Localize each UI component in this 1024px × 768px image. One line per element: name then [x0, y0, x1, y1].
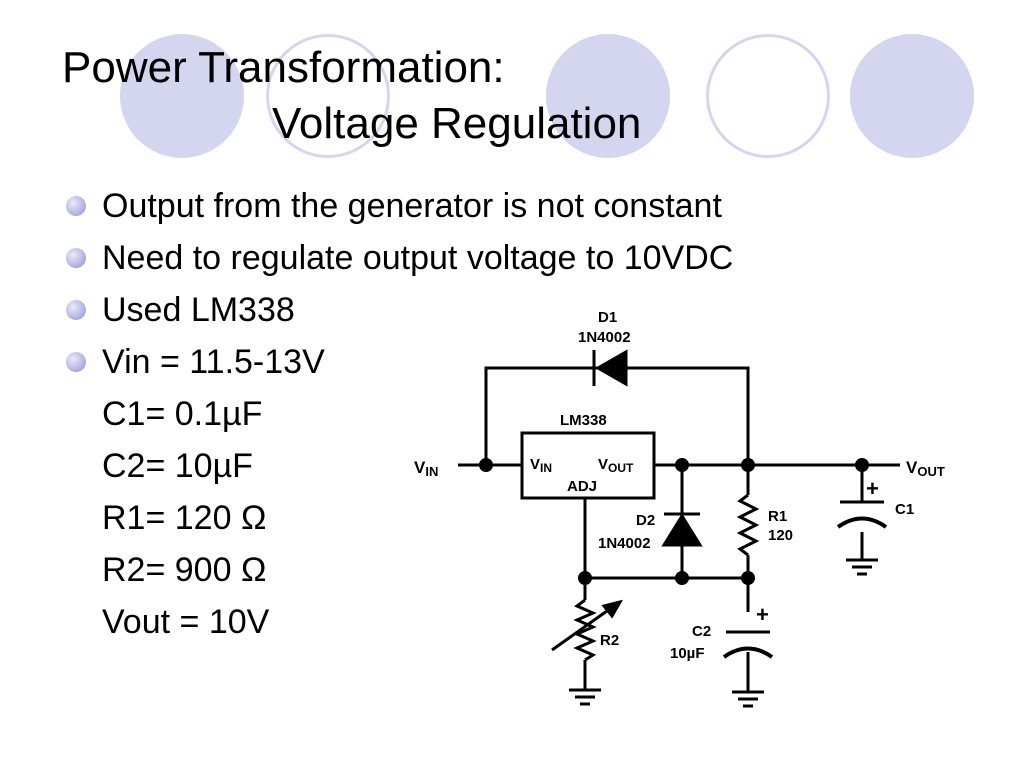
capacitor-c2: [722, 630, 774, 659]
title-line-1: Power Transformation:: [62, 43, 505, 92]
d1-part-label: 1N4002: [578, 329, 631, 346]
ic-vout-pin-label: VOUT: [598, 456, 634, 475]
r1-value-label: 120: [768, 527, 793, 544]
bullet-dot-icon: [66, 196, 86, 216]
bullet-item: Vin = 11.5-13V: [62, 336, 733, 388]
ic-vin-pin-label: VIN: [530, 456, 552, 475]
bullet-dot-icon: [66, 352, 86, 372]
ground-symbol-r2: [569, 688, 601, 706]
decor-circle-3: [850, 34, 974, 158]
bullet-text: Vout = 10V: [102, 603, 270, 641]
decor-circle-1: [120, 34, 244, 158]
bullet-text: C1= 0.1µF: [102, 395, 263, 433]
bullet-dot-icon: [66, 248, 86, 268]
resistor-r1: [736, 493, 760, 557]
bullet-dot-icon: [66, 300, 86, 320]
lm338-ic-box: [520, 431, 656, 500]
slide-title: Power Transformation: Voltage Regulation: [62, 40, 641, 152]
d2-name-label: D2: [636, 512, 655, 529]
bullet-text: Vin = 11.5-13V: [102, 343, 325, 381]
capacitor-c1: [836, 500, 888, 529]
r2-name-label: R2: [600, 632, 619, 649]
ground-symbol-c1: [846, 558, 878, 576]
d2-part-label: 1N4002: [598, 535, 651, 552]
c2-value-label: 10µF: [670, 645, 705, 662]
diode-d2: [661, 512, 703, 547]
diode-d1: [592, 349, 628, 387]
bullet-text: Output from the generator is not constan…: [102, 187, 722, 225]
bullet-text: Used LM338: [102, 291, 295, 329]
c1-plus-sign: +: [866, 476, 879, 501]
sub-item: R1= 120 Ω: [62, 492, 733, 544]
junction-dots: [479, 458, 869, 585]
sub-item: C2= 10µF: [62, 440, 733, 492]
ic-name-label: LM338: [560, 412, 607, 429]
c2-name-label: C2: [692, 623, 711, 640]
bullet-item: Output from the generator is not constan…: [62, 180, 733, 232]
bullet-text: R1= 120 Ω: [102, 499, 267, 537]
c2-plus-sign: +: [756, 602, 769, 627]
r1-name-label: R1: [768, 508, 787, 525]
bullet-text: Need to regulate output voltage to 10VDC: [102, 239, 734, 277]
ic-adj-pin-label: ADJ: [567, 478, 597, 495]
title-line-2: Voltage Regulation: [272, 99, 642, 148]
c1-name-label: C1: [895, 501, 914, 518]
d1-name-label: D1: [598, 309, 617, 326]
sub-item: C1= 0.1µF: [62, 388, 733, 440]
variable-resistor-r2: [551, 598, 624, 662]
bullet-item: Need to regulate output voltage to 10VDC: [62, 232, 733, 284]
bullet-list: Output from the generator is not constan…: [62, 180, 733, 648]
decor-ring-2: [706, 34, 830, 158]
decor-circle-2: [546, 34, 670, 158]
sub-item: R2= 900 Ω: [62, 544, 733, 596]
sub-item: Vout = 10V: [62, 596, 733, 648]
vin-terminal-label: VIN: [414, 458, 438, 479]
bullet-text: R2= 900 Ω: [102, 551, 267, 589]
vout-terminal-label: VOUT: [906, 458, 945, 479]
ground-symbol-c2: [732, 690, 764, 708]
bullet-item: Used LM338: [62, 284, 733, 336]
decor-ring-1: [266, 34, 390, 158]
bullet-text: C2= 10µF: [102, 447, 253, 485]
